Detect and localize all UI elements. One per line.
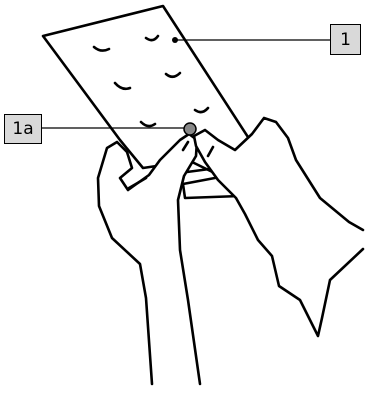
left-hand [96,132,202,386]
marker-dot-1 [172,37,178,43]
callout-label-1a: 1a [4,114,42,144]
callout-label-1: 1 [330,24,361,55]
release-tab-marker [183,122,197,136]
right-hand [181,116,365,338]
